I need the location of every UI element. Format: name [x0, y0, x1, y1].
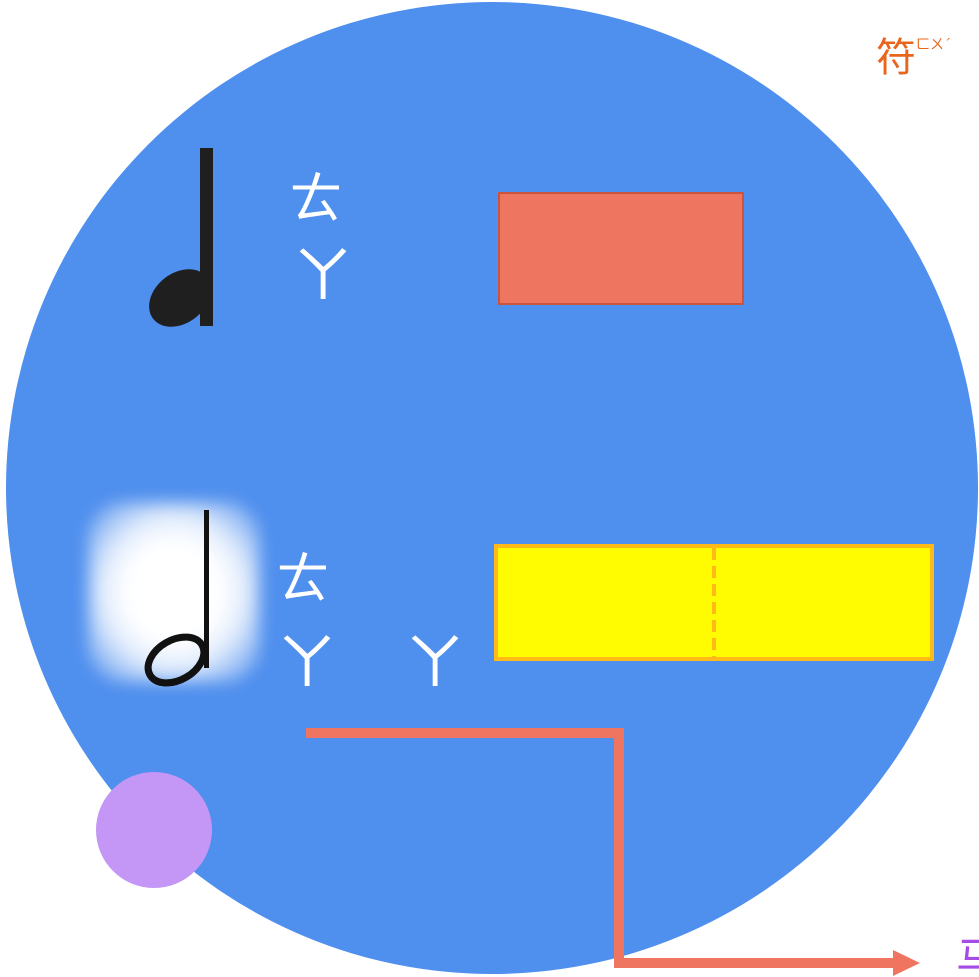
purple-dot [96, 772, 212, 888]
quarter-note-beat-box [498, 192, 744, 305]
timeline-arrow-head [893, 950, 920, 976]
corner-label-line1: ˋㄊㄠ [876, 0, 924, 18]
quarter-note-icon [149, 148, 213, 327]
zhuyin-a-row2-first: ㄚ [276, 626, 339, 699]
zhuyin-ta-row2: ㄊ [276, 547, 330, 610]
half-note-glow [88, 502, 260, 682]
timeline-arrow-line [306, 728, 896, 968]
bottom-right-label: 马 [956, 934, 979, 977]
zhuyin-ta-row1: ㄊ [289, 167, 343, 230]
corner-label-line2-small: ㄈㄨˊ [916, 37, 951, 53]
zhuyin-a-row1: ㄚ [292, 239, 355, 312]
zhuyin-a-row2-second: ㄚ [404, 626, 467, 699]
corner-label-line2-main: 符 [876, 35, 916, 81]
corner-label-line2: 符ㄈㄨˊ [876, 38, 951, 78]
corner-label-line1-main: ˋ [876, 0, 896, 21]
